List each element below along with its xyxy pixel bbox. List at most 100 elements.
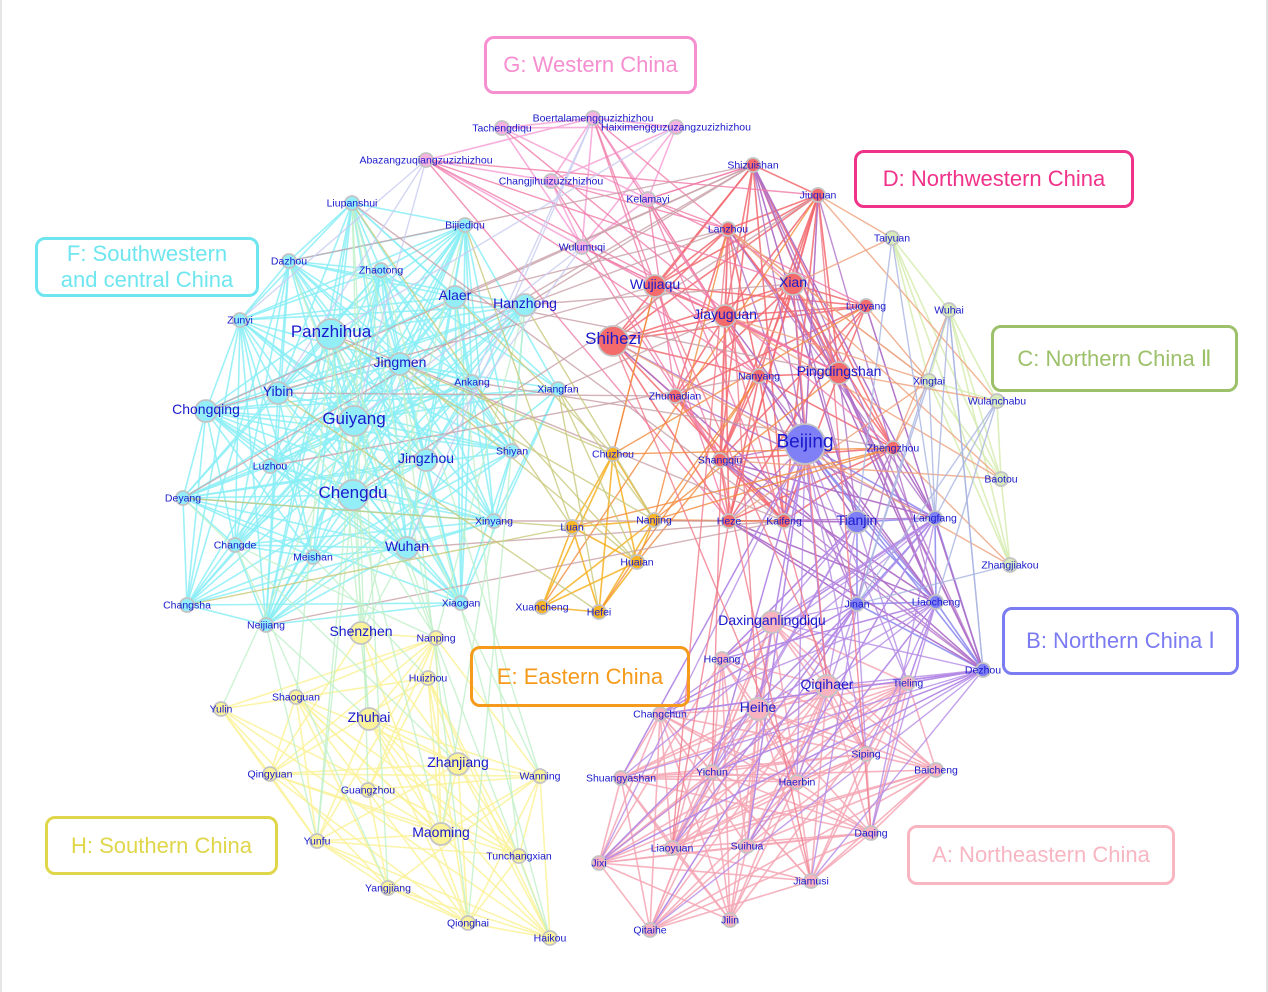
node-haerbin[interactable] <box>789 774 805 790</box>
node-liaocheng[interactable] <box>928 594 944 610</box>
node-kaifeng[interactable] <box>776 513 792 529</box>
node-qitaihe[interactable] <box>642 922 658 938</box>
node-siping[interactable] <box>858 746 874 762</box>
node-jiamusi[interactable] <box>803 873 819 889</box>
node-tieling[interactable] <box>900 675 916 691</box>
node-zhengzhou[interactable] <box>885 440 901 456</box>
node-heihe[interactable] <box>746 697 770 721</box>
node-xuancheng[interactable] <box>534 599 550 615</box>
node-heze[interactable] <box>721 513 737 529</box>
node-taiyuan[interactable] <box>884 230 900 246</box>
node-changsha[interactable] <box>179 597 195 613</box>
node-qiqihaer[interactable] <box>815 674 839 698</box>
node-neijiang[interactable] <box>258 617 274 633</box>
node-zunyi[interactable] <box>232 312 248 328</box>
node-haiximengguzuzangzuzizhizhou[interactable] <box>668 119 684 135</box>
node-qionghai[interactable] <box>460 915 476 931</box>
node-shenzhen[interactable] <box>349 621 373 645</box>
node-kelamayi[interactable] <box>640 191 656 207</box>
node-huaian[interactable] <box>629 554 645 570</box>
node-yunfu[interactable] <box>309 833 325 849</box>
node-wuhai[interactable] <box>941 302 957 318</box>
node-jiuquan[interactable] <box>810 187 826 203</box>
node-yangjiang[interactable] <box>380 880 396 896</box>
node-suihua[interactable] <box>739 838 755 854</box>
node-maoming[interactable] <box>429 822 453 846</box>
node-ankang[interactable] <box>464 374 480 390</box>
node-baicheng[interactable] <box>928 762 944 778</box>
node-xiangfan[interactable] <box>550 381 566 397</box>
node-nanping[interactable] <box>428 630 444 646</box>
node-chongqing[interactable] <box>194 399 218 423</box>
node-zhaotong[interactable] <box>373 262 389 278</box>
node-daxinganlingdiqu[interactable] <box>760 610 784 634</box>
node-alaer[interactable] <box>443 285 467 309</box>
node-shiyan[interactable] <box>504 443 520 459</box>
node-dazhou[interactable] <box>281 253 297 269</box>
node-changchun[interactable] <box>652 706 668 722</box>
node-wujiaqu[interactable] <box>643 274 667 298</box>
node-panzhihua[interactable] <box>315 318 347 350</box>
node-nanjing[interactable] <box>646 512 662 528</box>
node-zhangjiakou[interactable] <box>1002 557 1018 573</box>
node-shihezi[interactable] <box>597 325 629 357</box>
node-tunchangxian[interactable] <box>511 848 527 864</box>
scrollbar-track[interactable] <box>1266 0 1268 992</box>
node-jiayuguan[interactable] <box>713 304 737 328</box>
node-lanzhou[interactable] <box>720 221 736 237</box>
node-wuhan[interactable] <box>395 536 419 560</box>
node-meishan[interactable] <box>305 549 321 565</box>
node-zhumadian[interactable] <box>667 388 683 404</box>
node-yulin[interactable] <box>213 701 229 717</box>
node-guangzhou[interactable] <box>360 782 376 798</box>
node-liaoyuan[interactable] <box>664 840 680 856</box>
node-nanyang[interactable] <box>751 368 767 384</box>
node-xinyang[interactable] <box>486 513 502 529</box>
node-luan[interactable] <box>564 519 580 535</box>
node-shaoguan[interactable] <box>288 689 304 705</box>
node-hefei[interactable] <box>591 604 607 620</box>
node-beijing[interactable] <box>784 423 826 465</box>
node-pingdingshan[interactable] <box>827 361 851 385</box>
node-guiyang[interactable] <box>338 405 370 437</box>
node-jingmen[interactable] <box>388 352 412 376</box>
node-yibin[interactable] <box>266 381 290 405</box>
node-zhanjiang[interactable] <box>446 752 470 776</box>
node-jinan[interactable] <box>849 596 865 612</box>
node-shangqiu[interactable] <box>712 452 728 468</box>
node-jixi[interactable] <box>591 855 607 871</box>
node-boertalamengguzizhizhou[interactable] <box>585 110 601 126</box>
node-luoyang[interactable] <box>858 298 874 314</box>
node-tianjin[interactable] <box>845 510 869 534</box>
node-wulumuqi[interactable] <box>574 239 590 255</box>
node-hanzhong[interactable] <box>513 293 537 317</box>
node-wanning[interactable] <box>532 768 548 784</box>
node-chengdu[interactable] <box>337 479 369 511</box>
node-hegang[interactable] <box>714 651 730 667</box>
node-qingyuan[interactable] <box>262 766 278 782</box>
node-dezhou[interactable] <box>975 662 991 678</box>
node-wulanchabu[interactable] <box>989 393 1005 409</box>
node-haikou[interactable] <box>542 930 558 946</box>
node-shuangyashan[interactable] <box>613 770 629 786</box>
node-xingtai[interactable] <box>921 373 937 389</box>
node-abazangzuqiangzuzizhizhou[interactable] <box>418 152 434 168</box>
node-luzhou[interactable] <box>262 458 278 474</box>
node-xian[interactable] <box>781 272 805 296</box>
node-xiaogan[interactable] <box>453 595 469 611</box>
node-liupanshui[interactable] <box>344 195 360 211</box>
node-tachengdiqu[interactable] <box>494 120 510 136</box>
node-daqing[interactable] <box>863 825 879 841</box>
node-bijiediqu[interactable] <box>457 217 473 233</box>
node-huizhou[interactable] <box>420 670 436 686</box>
node-jilin[interactable] <box>722 912 738 928</box>
node-changjihuizuzizhizhou[interactable] <box>543 173 559 189</box>
node-zhuhai[interactable] <box>357 707 381 731</box>
node-baotou[interactable] <box>993 471 1009 487</box>
node-chuzhou[interactable] <box>605 446 621 462</box>
node-changde[interactable] <box>227 537 243 553</box>
node-yichun[interactable] <box>704 764 720 780</box>
node-jingzhou[interactable] <box>414 448 438 472</box>
node-shizuishan[interactable] <box>745 157 761 173</box>
node-langfang[interactable] <box>927 510 943 526</box>
